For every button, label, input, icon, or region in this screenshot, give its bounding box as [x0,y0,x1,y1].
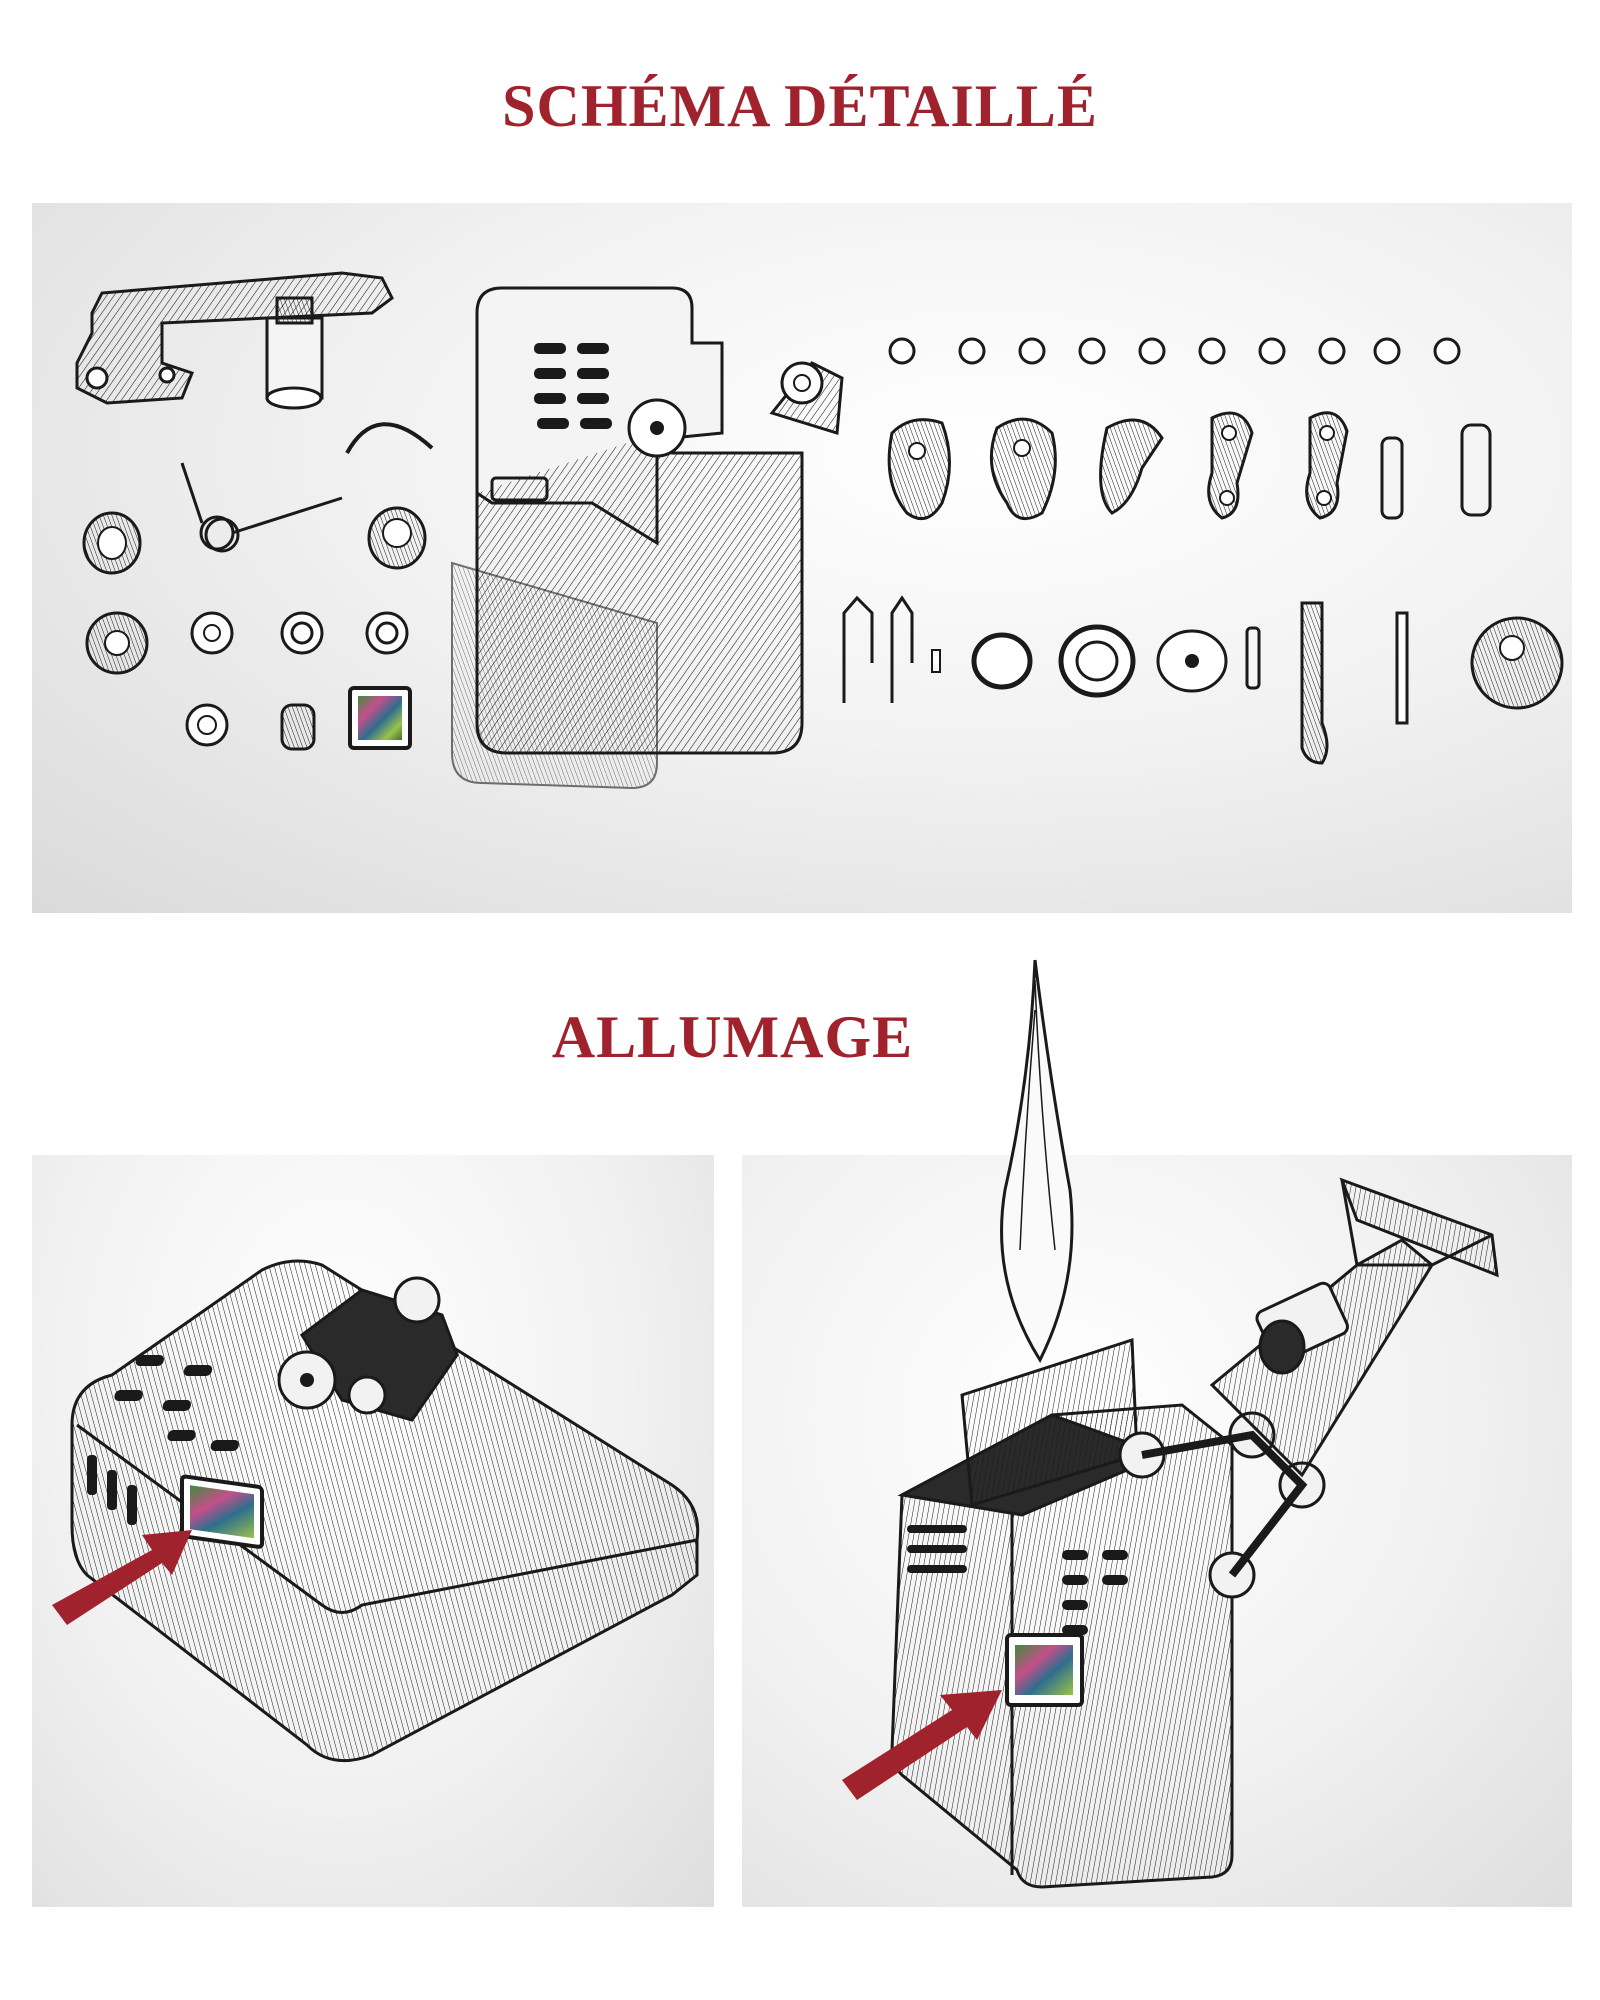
wire-spring [345,422,434,454]
arrow-to-inlay [52,1530,192,1625]
screws-row [888,337,1461,365]
abalone-inlay-piece [348,686,412,750]
open-lighter-drawing [842,1177,1499,1889]
exploded-view-drawing [75,271,1564,790]
open-lid [1209,1177,1499,1478]
link-plates-row [887,411,1492,521]
closed-lighter-panel [32,1155,714,1907]
lid-cam-arm [75,271,394,410]
flame [1000,959,1074,1364]
torsion-spring [180,462,343,553]
abalone-inlay [180,1474,264,1549]
bottom-row-parts [842,595,1564,765]
heading-allumage: ALLUMAGE [551,1004,914,1070]
closed-lighter-drawing [52,1259,700,1763]
lighter-case [70,1259,700,1763]
abalone-inlay [1005,1633,1084,1707]
heading-schema-detaille: SCHÉMA DÉTAILLÉ [502,73,1098,139]
arrow-to-inlay [842,1690,1002,1800]
exploded-view-panel [32,203,1572,913]
left-small-parts [82,506,427,751]
open-lighter-panel [742,1155,1572,1907]
lighter-body-plate [451,286,844,790]
